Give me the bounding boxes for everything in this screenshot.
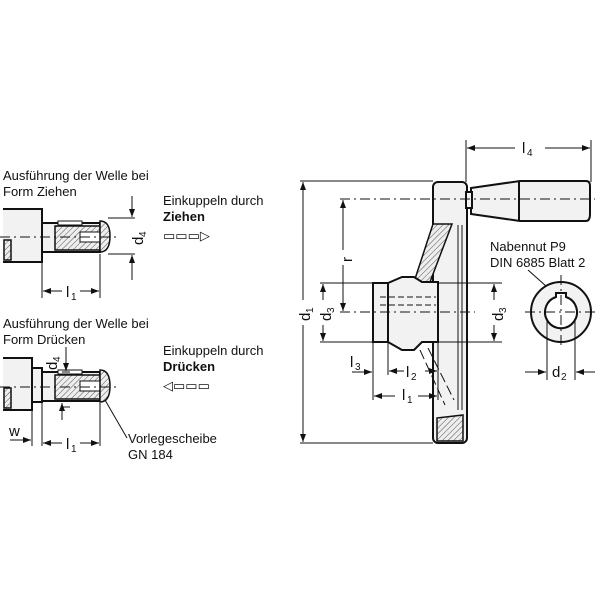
hub-keyway-detail: Nabennut P9 DIN 6885 Blatt 2 d 2 (490, 239, 597, 383)
dim-l2: l (406, 364, 409, 381)
dim-l4: l (522, 140, 525, 157)
action-push-line2: Drücken (163, 359, 215, 374)
dim-d1-sub: 1 (305, 307, 316, 313)
dim-d4-push: d (44, 362, 61, 370)
dim-l1-sub: 1 (407, 395, 413, 406)
dim-d3-sub: 3 (326, 307, 337, 313)
dim-d2: d (552, 364, 560, 381)
keyway-label-line2: DIN 6885 Blatt 2 (490, 255, 585, 270)
dim-l3: l (350, 354, 353, 371)
dim-l2-sub: 2 (411, 372, 417, 383)
hub (372, 276, 439, 351)
dim-r: r (339, 257, 356, 262)
dim-l3-sub: 3 (355, 362, 361, 373)
shaft-push-view: Ausführung der Welle bei Form Drücken d … (0, 316, 263, 462)
caption-pull-line2: Form Ziehen (3, 184, 77, 199)
dim-d2-sub: 2 (561, 372, 567, 383)
handwheel-side-view: d 1 r d 3 d 3 l 3 l 2 l 1 l 4 (297, 140, 595, 444)
crank-handle (470, 180, 591, 222)
washer (99, 369, 111, 403)
caption-push-line2: Form Drücken (3, 332, 85, 347)
caption-pull-line1: Ausführung der Welle bei (3, 168, 149, 183)
shaft-pull-view: Ausführung der Welle bei Form Ziehen d 4… (0, 168, 263, 303)
action-push-line1: Einkuppeln durch (163, 343, 263, 358)
dim-w: w (8, 423, 20, 440)
keyway-label-line1: Nabennut P9 (490, 239, 566, 254)
dim-l1-pull: l (66, 284, 69, 301)
caption-push-line1: Ausführung der Welle bei (3, 316, 149, 331)
action-pull-line2: Ziehen (163, 209, 205, 224)
washer-label-line2: GN 184 (128, 447, 173, 462)
dim-d4-sub: 4 (52, 356, 63, 362)
dim-l1-sub: 1 (71, 292, 77, 303)
dim-d3-right: d (490, 313, 507, 321)
pull-arrow-icon: ▭▭▭▷ (163, 228, 210, 243)
dim-d4-pull: d (130, 237, 147, 245)
dim-l1-push: l (66, 436, 69, 453)
rim-section (436, 414, 464, 442)
dim-d3-sub: 3 (498, 307, 509, 313)
push-arrow-icon: ◁▭▭▭ (163, 378, 210, 393)
action-pull-line1: Einkuppeln durch (163, 193, 263, 208)
dim-d1: d (297, 313, 314, 321)
dim-l1-sub: 1 (71, 444, 77, 455)
dim-l4-sub: 4 (527, 148, 533, 159)
washer-label-line1: Vorlegescheibe (128, 431, 217, 446)
dim-d3-left: d (318, 313, 335, 321)
dim-d4-sub: 4 (138, 231, 149, 237)
dim-l1: l (402, 387, 405, 404)
